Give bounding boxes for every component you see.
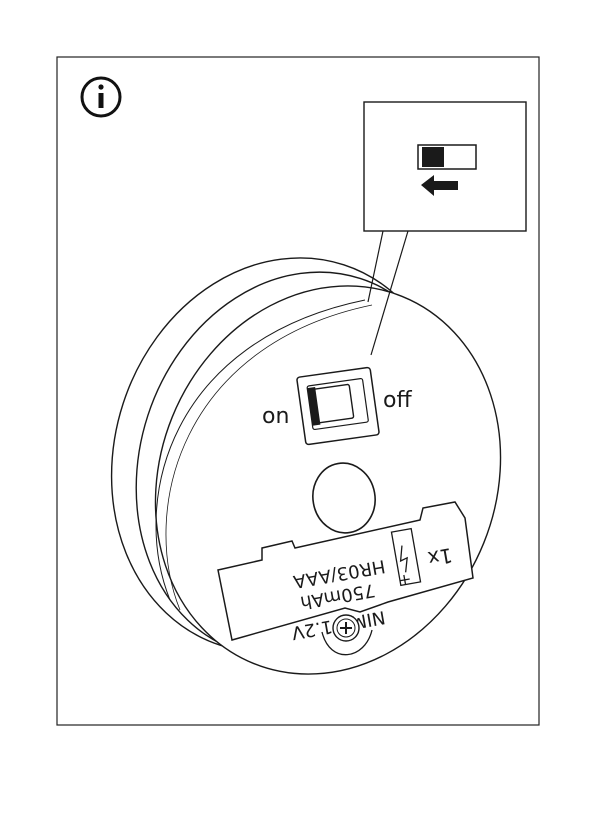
device-body xyxy=(61,213,558,726)
battery-count: 1x xyxy=(426,543,455,571)
slide-switch-icon xyxy=(418,145,476,169)
info-icon xyxy=(82,78,120,116)
switch-label-off: off xyxy=(383,388,412,413)
slide-switch xyxy=(297,367,380,445)
switch-label-on: on xyxy=(262,404,289,429)
